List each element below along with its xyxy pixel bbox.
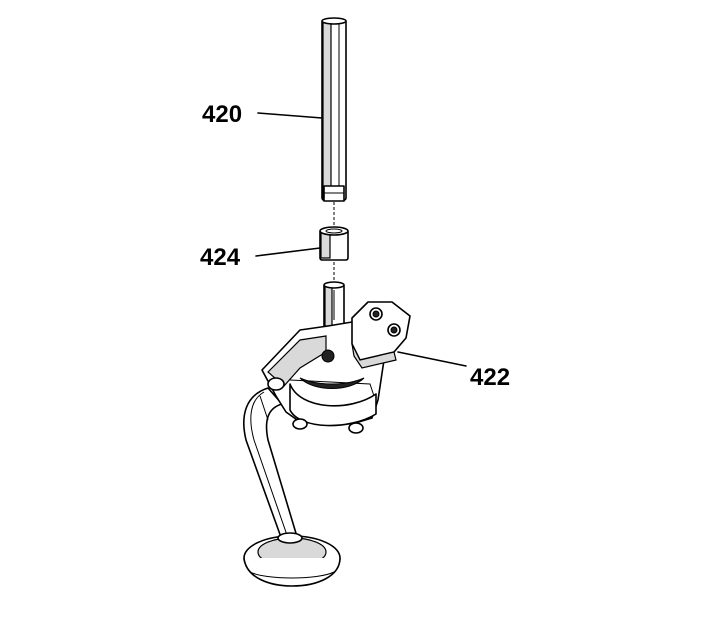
oil-pump-body-422 (261, 281, 411, 434)
leader-line-422 (397, 351, 467, 367)
drive-shaft-420 (321, 17, 347, 202)
leader-line-424 (255, 247, 321, 257)
pickup-tube-and-screen (243, 387, 341, 587)
shaft-collar-424 (319, 226, 349, 261)
callout-420: 420 (202, 101, 242, 128)
callout-424: 424 (200, 244, 241, 271)
callout-422: 422 (470, 364, 510, 391)
leader-line-420 (257, 112, 323, 119)
